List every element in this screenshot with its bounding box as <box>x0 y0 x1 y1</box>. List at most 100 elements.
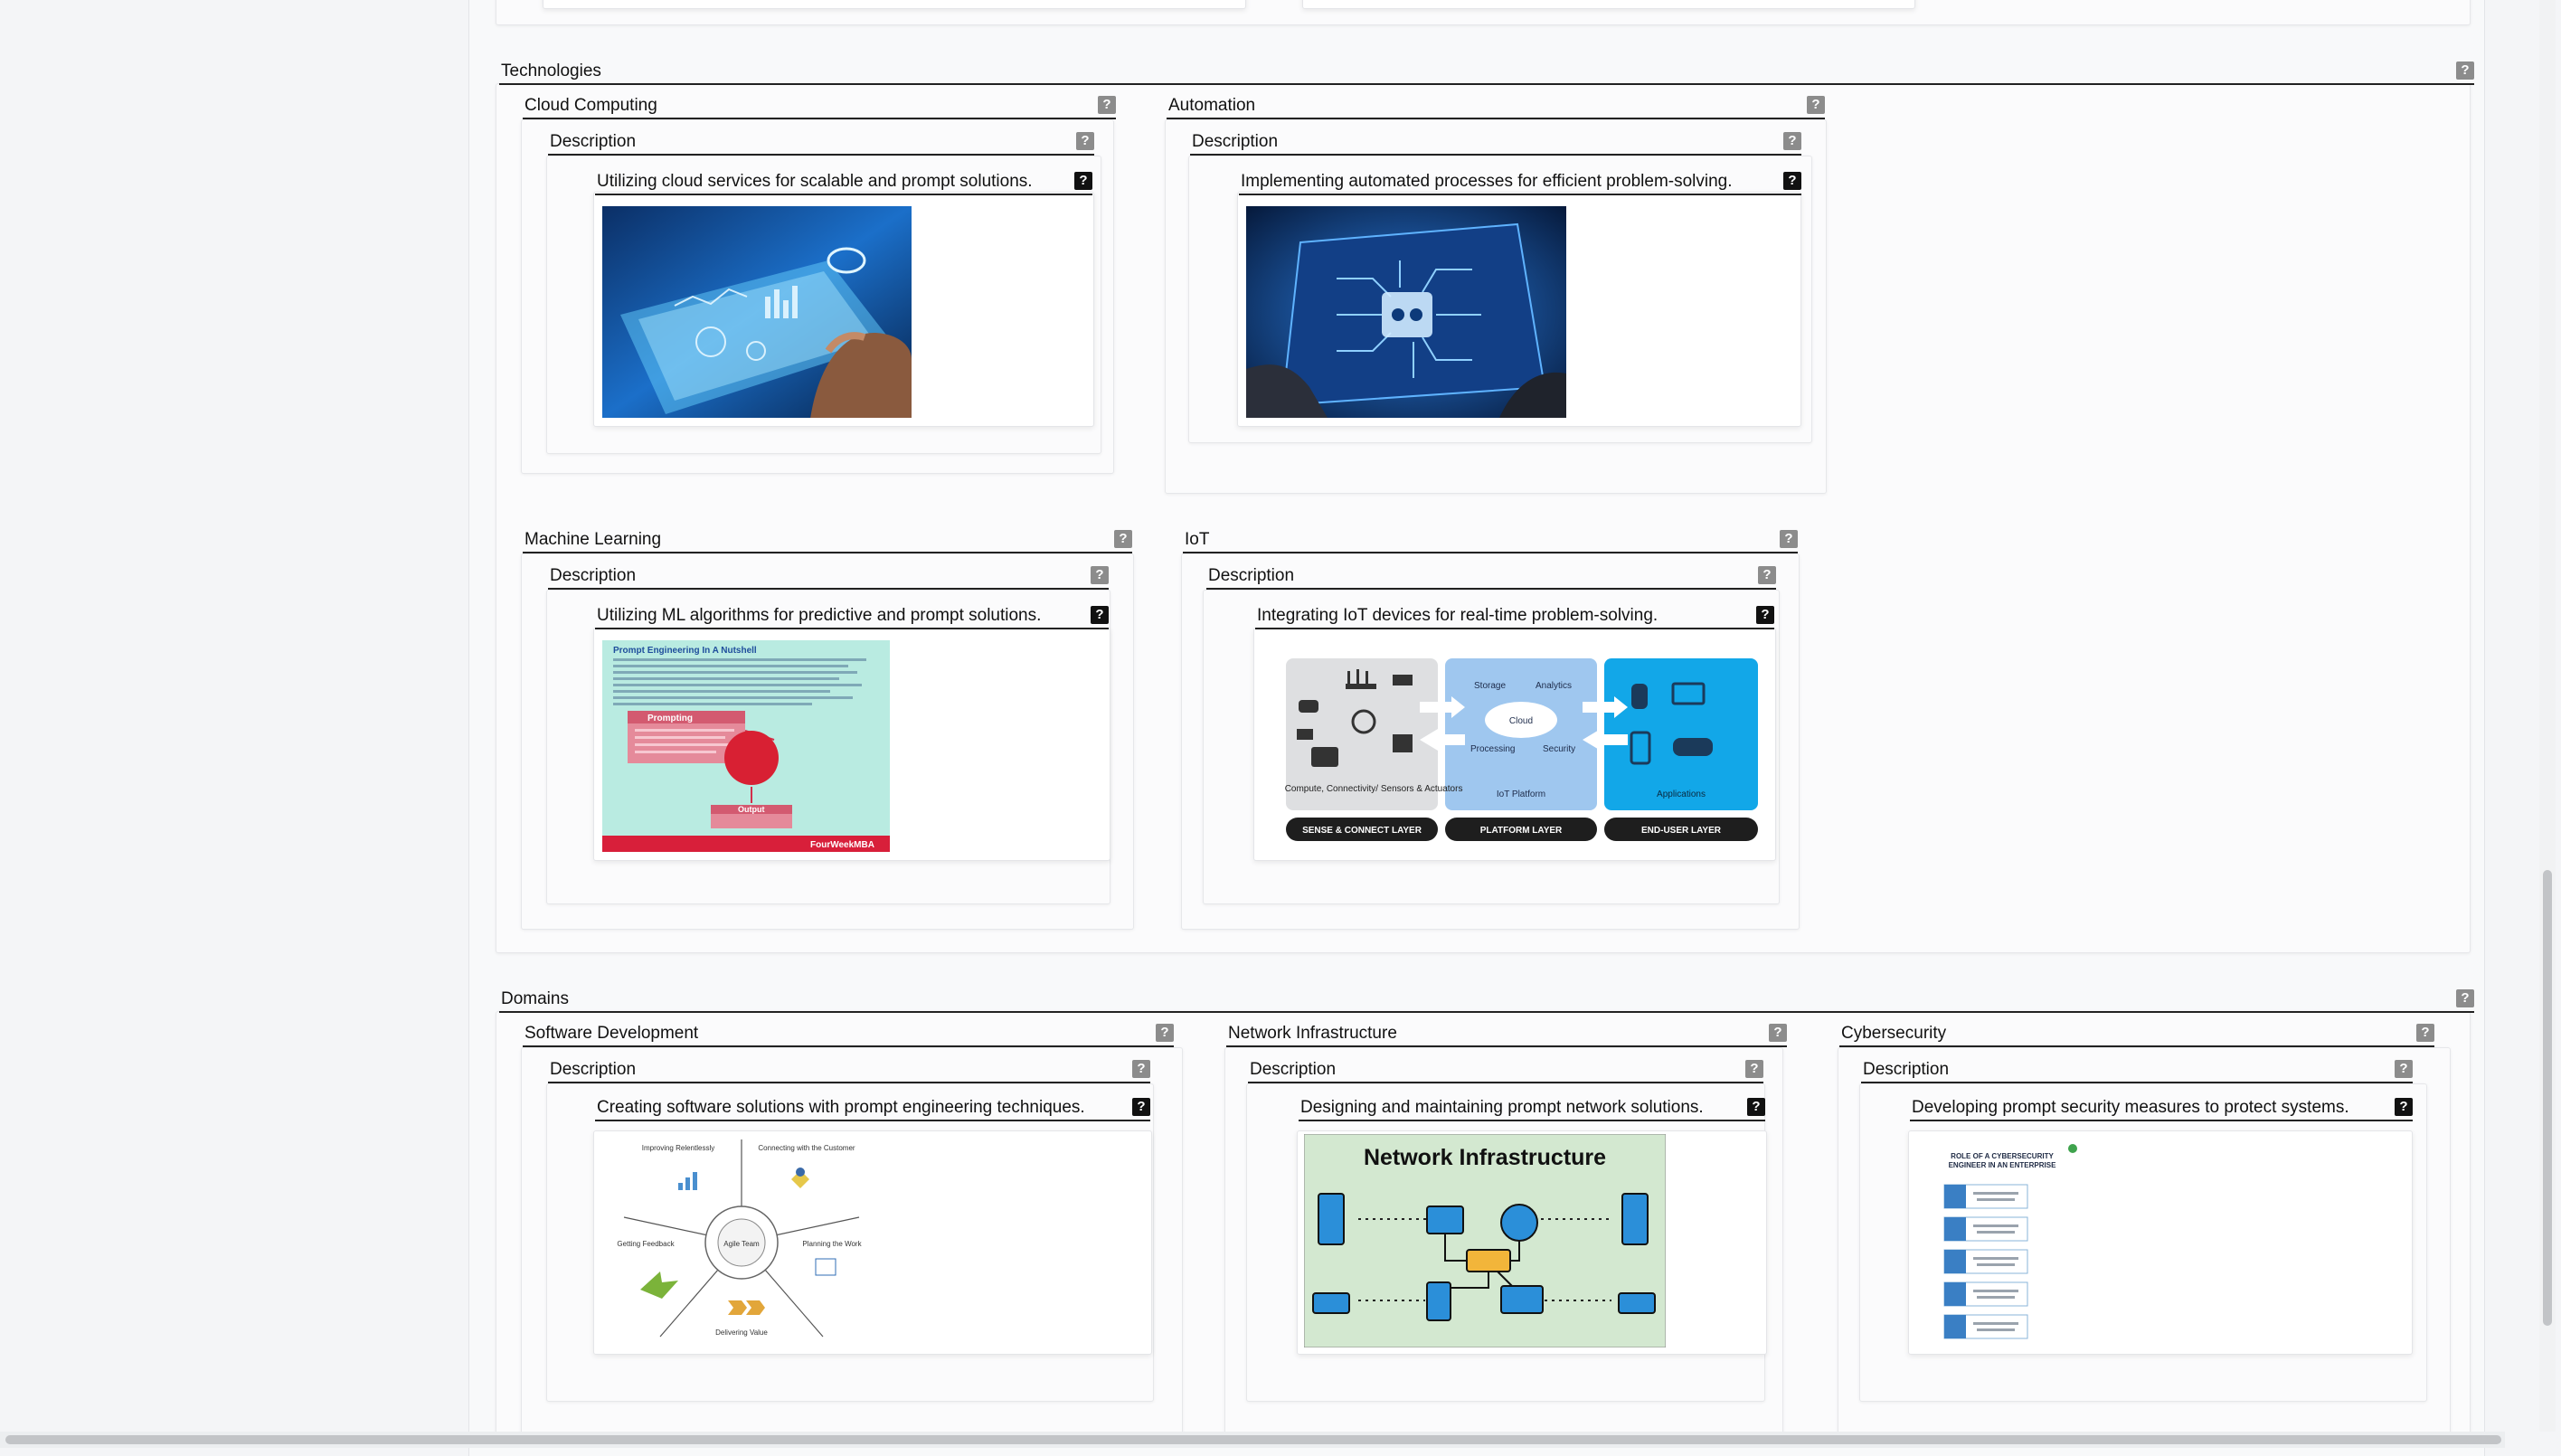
iot-text: Integrating IoT devices for real-time pr… <box>1257 606 1659 625</box>
cyber-help-icon[interactable]: ? <box>2416 1024 2434 1042</box>
software-image-bottom: Delivering Value <box>715 1328 768 1337</box>
cloud-title: Cloud Computing <box>524 96 657 115</box>
ml-description-help-icon[interactable]: ? <box>1091 566 1109 584</box>
iot-image-processing: Processing <box>1470 744 1515 754</box>
horizontal-scrollbar[interactable] <box>0 1432 2505 1448</box>
cloud-text: Utilizing cloud services for scalable an… <box>597 172 1033 191</box>
cloud-help-icon[interactable]: ? <box>1098 96 1116 114</box>
previous-card-right <box>1302 0 1915 9</box>
software-text-help-icon[interactable]: ? <box>1132 1098 1150 1116</box>
ml-description-label: Description <box>550 566 637 585</box>
software-text: Creating software solutions with prompt … <box>597 1098 1085 1117</box>
previous-card-left <box>543 0 1246 9</box>
software-title: Software Development <box>524 1024 699 1043</box>
software-image-right: Planning the Work <box>802 1240 862 1248</box>
software-image-center: Agile Team <box>723 1240 760 1248</box>
iot-image-layer2: PLATFORM LAYER <box>1480 826 1563 836</box>
ml-description-header: Description ? <box>548 561 1109 590</box>
ml-image-prompting: Prompting <box>647 714 693 723</box>
vertical-scrollbar-thumb[interactable] <box>2543 870 2552 1326</box>
iot-image-storage: Storage <box>1474 681 1506 691</box>
cloud-text-help-icon[interactable]: ? <box>1074 172 1092 190</box>
cyber-text-help-icon[interactable]: ? <box>2395 1098 2413 1116</box>
ml-help-icon[interactable]: ? <box>1114 530 1132 548</box>
iot-title: IoT <box>1185 530 1210 549</box>
automation-help-icon[interactable]: ? <box>1807 96 1825 114</box>
iot-description-header: Description ? <box>1206 561 1776 590</box>
software-help-icon[interactable]: ? <box>1156 1024 1174 1042</box>
iot-image: Edge Compute, Connectivity/ Sensors & Ac… <box>1284 657 1760 845</box>
software-header: Software Development ? <box>523 1018 1174 1047</box>
software-description-help-icon[interactable]: ? <box>1132 1060 1150 1078</box>
iot-image-col3-caption: Applications <box>1657 789 1706 799</box>
network-header: Network Infrastructure ? <box>1226 1018 1787 1047</box>
network-text-header: Designing and maintaining prompt network… <box>1299 1092 1765 1121</box>
ml-image: Prompt Engineering In A Nutshell Prompti… <box>602 640 890 852</box>
network-description-header: Description ? <box>1248 1054 1763 1083</box>
software-image-left: Getting Feedback <box>617 1240 675 1248</box>
automation-description-label: Description <box>1192 132 1279 151</box>
automation-description-help-icon[interactable]: ? <box>1783 132 1801 150</box>
iot-image-col2-caption: IoT Platform <box>1497 789 1545 799</box>
network-text: Designing and maintaining prompt network… <box>1300 1098 1704 1117</box>
technologies-title: Technologies <box>501 61 601 80</box>
ml-image-brand: FourWeekMBA <box>810 840 874 850</box>
ml-title: Machine Learning <box>524 530 662 549</box>
network-title: Network Infrastructure <box>1228 1024 1397 1043</box>
cloud-image <box>602 206 912 418</box>
iot-header: IoT ? <box>1183 525 1798 553</box>
iot-description-help-icon[interactable]: ? <box>1758 566 1776 584</box>
iot-image-cloud: Cloud <box>1509 716 1533 726</box>
cyber-image-heading: ROLE OF A CYBERSECURITY ENGINEER IN AN E… <box>1948 1152 2056 1169</box>
cloud-description-label: Description <box>550 132 637 151</box>
vertical-scrollbar[interactable] <box>2539 0 2556 1432</box>
domains-help-icon[interactable]: ? <box>2456 989 2474 1007</box>
iot-image-security: Security <box>1543 744 1575 754</box>
cyber-description-label: Description <box>1863 1060 1950 1079</box>
cyber-header: Cybersecurity ? <box>1839 1018 2434 1047</box>
ml-image-output: Output <box>738 805 765 814</box>
domains-header: Domains ? <box>499 984 2474 1013</box>
horizontal-scrollbar-thumb[interactable] <box>5 1435 2501 1444</box>
network-description-help-icon[interactable]: ? <box>1745 1060 1763 1078</box>
automation-header: Automation ? <box>1167 90 1825 119</box>
ml-text-help-icon[interactable]: ? <box>1091 606 1109 624</box>
network-text-help-icon[interactable]: ? <box>1747 1098 1765 1116</box>
technologies-header: Technologies ? <box>499 56 2474 85</box>
cyber-text: Developing prompt security measures to p… <box>1912 1098 2349 1117</box>
ml-header: Machine Learning ? <box>523 525 1132 553</box>
software-description-label: Description <box>550 1060 637 1079</box>
automation-text: Implementing automated processes for eff… <box>1241 172 1733 191</box>
ml-text: Utilizing ML algorithms for predictive a… <box>597 606 1042 625</box>
automation-description-header: Description ? <box>1190 127 1801 156</box>
iot-description-label: Description <box>1208 566 1295 585</box>
automation-text-help-icon[interactable]: ? <box>1783 172 1801 190</box>
domains-title: Domains <box>501 989 569 1008</box>
iot-help-icon[interactable]: ? <box>1780 530 1798 548</box>
network-image: Network Infrastructure <box>1304 1134 1666 1347</box>
software-image-top-left: Improving Relentlessly <box>642 1144 714 1152</box>
network-description-label: Description <box>1250 1060 1337 1079</box>
cyber-text-header: Developing prompt security measures to p… <box>1910 1092 2413 1121</box>
network-image-heading: Network Infrastructure <box>1364 1145 1606 1170</box>
iot-text-help-icon[interactable]: ? <box>1756 606 1774 624</box>
automation-text-header: Implementing automated processes for eff… <box>1239 166 1801 195</box>
software-image: Agile Team Improving Relentlessly Connec… <box>606 1136 877 1346</box>
cyber-title: Cybersecurity <box>1841 1024 1947 1043</box>
cloud-header: Cloud Computing ? <box>523 90 1116 119</box>
cloud-text-header: Utilizing cloud services for scalable an… <box>595 166 1092 195</box>
software-text-header: Creating software solutions with prompt … <box>595 1092 1150 1121</box>
cloud-description-help-icon[interactable]: ? <box>1076 132 1094 150</box>
ml-image-heading: Prompt Engineering In A Nutshell <box>613 646 757 656</box>
automation-image <box>1246 206 1566 418</box>
cyber-description-header: Description ? <box>1861 1054 2413 1083</box>
automation-title: Automation <box>1168 96 1256 115</box>
ml-text-header: Utilizing ML algorithms for predictive a… <box>595 600 1109 629</box>
iot-text-header: Integrating IoT devices for real-time pr… <box>1255 600 1774 629</box>
cyber-description-help-icon[interactable]: ? <box>2395 1060 2413 1078</box>
software-image-top-right: Connecting with the Customer <box>758 1144 855 1152</box>
network-help-icon[interactable]: ? <box>1769 1024 1787 1042</box>
iot-image-analytics: Analytics <box>1536 681 1572 691</box>
iot-image-layer1: SENSE & CONNECT LAYER <box>1302 826 1422 836</box>
technologies-help-icon[interactable]: ? <box>2456 61 2474 80</box>
